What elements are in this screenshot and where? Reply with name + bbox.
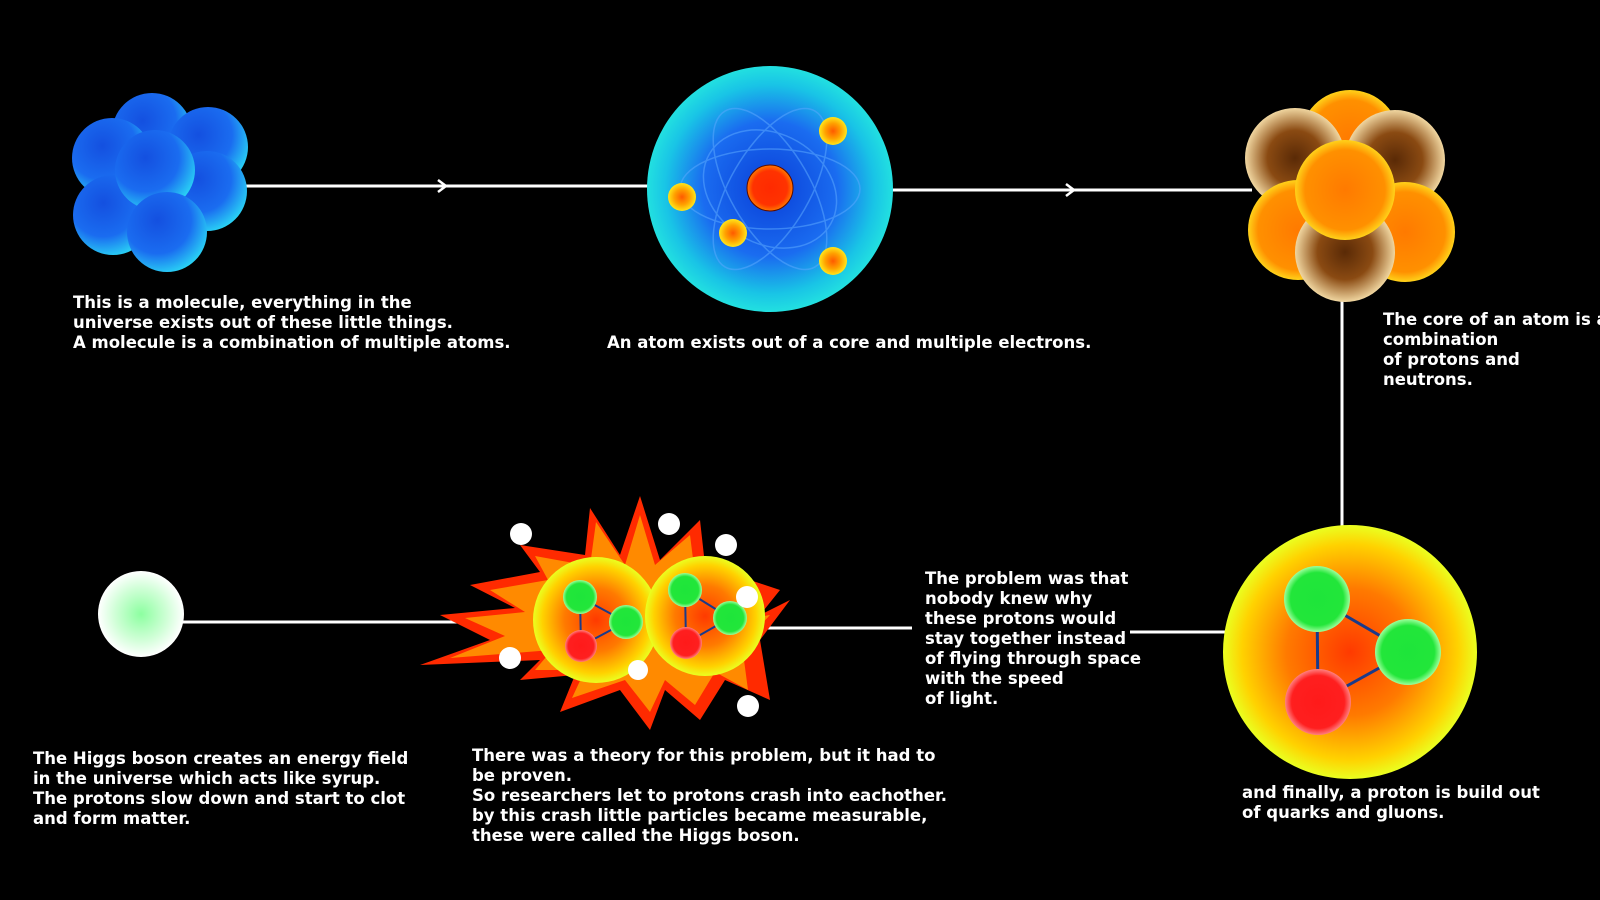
caption-line: universe exists out of these little thin… [73,313,453,332]
caption-line: combination [1383,330,1499,349]
caption-line: of light. [925,689,999,708]
caption-line: An atom exists out of a core and multipl… [607,333,1092,352]
atom-core [746,164,794,212]
caption-line: stay together instead [925,629,1127,648]
red-quark [565,630,597,662]
higgs-boson-illustration [98,571,184,657]
caption-line: with the speed [925,669,1064,688]
molecule-illustration [72,93,248,272]
caption-line: and form matter. [33,809,191,828]
collision-illustration [420,496,790,730]
caption-line: The core of an atom is a [1383,310,1600,329]
caption-line: of flying through space [925,649,1142,668]
green-quark [1375,619,1441,685]
green-quark [609,605,643,639]
caption-line: This is a molecule, everything in the [73,293,412,312]
arrowhead-2 [1065,183,1077,197]
caption-line: be proven. [472,766,572,785]
caption-line: The protons slow down and start to clot [33,789,406,808]
caption-line: in the universe which acts like syrup. [33,769,381,788]
caption-line: and finally, a proton is build out [1242,783,1540,802]
proton-sphere [1295,140,1395,240]
nucleus-illustration [1245,90,1455,302]
electron [819,117,847,145]
caption-line: by this crash little particles became me… [472,806,928,825]
caption-line: of quarks and gluons. [1242,803,1445,822]
caption-line: The Higgs boson creates an energy field [33,749,409,768]
caption-line: So researchers let to protons crash into… [472,786,948,805]
caption-line: of protons and [1383,350,1520,369]
proton-illustration [1223,525,1477,779]
caption-line: There was a theory for this problem, but… [472,746,936,765]
caption-line: neutrons. [1383,370,1473,389]
atom-sphere [115,130,195,210]
atom-sphere [127,192,207,272]
electron [719,219,747,247]
green-quark [1284,566,1350,632]
caption-line: these were called the Higgs boson. [472,826,800,845]
electron [668,183,696,211]
atom-illustration [647,66,893,312]
caption-line: The problem was that [925,569,1129,588]
green-quark [668,573,702,607]
green-quark [713,601,747,635]
atom-caption: An atom exists out of a core and multipl… [607,333,1091,353]
green-quark [563,580,597,614]
colliding-proton [533,557,659,683]
caption-line: A molecule is a combination of multiple … [73,333,511,352]
colliding-proton [645,556,765,676]
electron [819,247,847,275]
red-quark [1285,669,1351,735]
arrowhead-1 [437,179,449,193]
caption-line: nobody knew why [925,589,1093,608]
higgs-particles [499,513,759,717]
theory-caption: There was a theory for this problem, but… [472,746,947,846]
caption-line: these protons would [925,609,1117,628]
red-quark [670,627,702,659]
higgs-boson [98,571,184,657]
